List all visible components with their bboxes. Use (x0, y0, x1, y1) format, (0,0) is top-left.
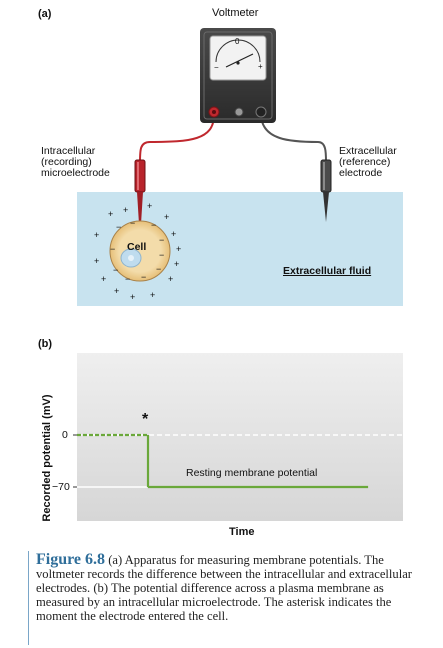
svg-text:−: − (156, 264, 161, 274)
svg-text:−: − (159, 235, 164, 245)
svg-text:+: + (94, 256, 99, 266)
extracellular-fluid-label: Extracellular fluid (283, 265, 372, 277)
asterisk-marker: * (142, 411, 149, 428)
meter-minus: − (214, 63, 219, 72)
panel-a-label: (a) (38, 8, 52, 20)
svg-text:+: + (176, 244, 181, 254)
membrane-potential-trace (77, 433, 369, 489)
cell (109, 220, 171, 282)
svg-text:−: − (116, 222, 121, 232)
caption-rule (28, 551, 29, 645)
red-wire (139, 114, 215, 163)
caption-text: (a) Apparatus for measuring membrane pot… (36, 553, 412, 623)
cell-label: Cell (127, 241, 147, 253)
svg-text:−: − (151, 220, 156, 230)
gray-wire (260, 114, 327, 163)
svg-text:−: − (141, 272, 146, 282)
meter-plus: + (258, 62, 263, 71)
svg-text:+: + (174, 259, 179, 269)
y-axis-label: Recorded potential (mV) (41, 394, 53, 522)
svg-text:+: + (108, 209, 113, 219)
extracellular-label: Extracellular (reference) electrode (339, 145, 397, 179)
svg-text:+: + (164, 212, 169, 222)
svg-text:+: + (150, 290, 155, 300)
svg-text:+: + (123, 205, 128, 215)
svg-text:+: + (94, 230, 99, 240)
y-tick-label-0: 0 (62, 429, 68, 441)
svg-text:+: + (147, 201, 152, 211)
voltmeter-label: Voltmeter (212, 7, 259, 19)
intracellular-label: Intracellular (recording) microelectrode (41, 145, 110, 179)
voltmeter (200, 28, 276, 123)
svg-text:+: + (168, 274, 173, 284)
svg-text:+: + (101, 274, 106, 284)
figure-number: Figure 6.8 (36, 551, 106, 568)
extracellular-electrode (320, 159, 332, 222)
membrane-charges: +++ +++ +++ +++ ++ −−− −−− −−− − (94, 201, 181, 302)
svg-text:−: − (110, 244, 115, 254)
panel-b-label: (b) (38, 338, 53, 350)
svg-text:−: − (130, 218, 135, 228)
svg-text:−: − (113, 265, 118, 275)
intracellular-electrode (134, 159, 146, 240)
graph-background (77, 353, 403, 521)
y-tick-label-minus70: −70 (52, 481, 70, 493)
svg-text:−: − (159, 250, 164, 260)
resting-potential-label: Resting membrane potential (186, 467, 318, 479)
figure-caption: Figure 6.8 (a) Apparatus for measuring m… (36, 551, 434, 624)
meter-zero: 0 (235, 37, 240, 46)
svg-text:+: + (171, 229, 176, 239)
x-axis-label: Time (229, 526, 255, 538)
svg-text:+: + (114, 286, 119, 296)
black-terminal (255, 106, 267, 118)
svg-text:−: − (125, 274, 130, 284)
center-knob (234, 107, 244, 117)
svg-text:+: + (130, 292, 135, 302)
